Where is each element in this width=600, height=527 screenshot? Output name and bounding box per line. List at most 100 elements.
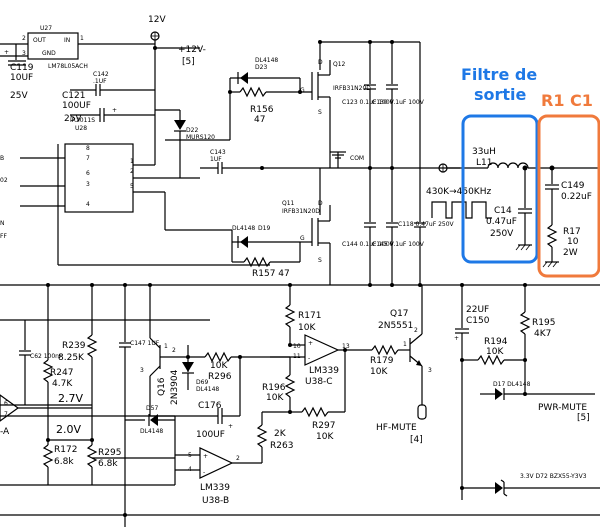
svg-text:B: B (0, 155, 4, 162)
svg-text:R156: R156 (250, 105, 274, 115)
svg-text:C144 0.1uF 100V: C144 0.1uF 100V (342, 241, 395, 248)
svg-text:13: 13 (342, 343, 350, 350)
svg-text:6.8k: 6.8k (98, 459, 118, 469)
q11-mosfet: D G S Q11 IRFB31N20D (282, 168, 331, 285)
svg-text:C121: C121 (62, 91, 85, 101)
svg-text:7: 7 (4, 411, 8, 418)
svg-text:Q17: Q17 (390, 309, 409, 319)
svg-text:C150: C150 (466, 316, 490, 326)
svg-text:2W: 2W (563, 248, 578, 258)
svg-text:C119: C119 (10, 63, 34, 73)
svg-text:100UF: 100UF (196, 430, 225, 440)
hf-mute-label: HF-MUTE (376, 423, 417, 433)
edge-comparator: 6 7 -A (0, 394, 175, 437)
svg-text:+: + (454, 335, 459, 342)
svg-text:LM339: LM339 (309, 366, 339, 376)
r196-r297: R196 10K R297 10K (262, 350, 346, 442)
svg-text:C118 0.47uF 250V: C118 0.47uF 250V (398, 221, 455, 228)
svg-text:6: 6 (86, 170, 90, 177)
svg-text:D19: D19 (258, 225, 270, 232)
svg-text:+: + (203, 453, 208, 460)
svg-text:10K: 10K (266, 393, 284, 403)
svg-text:U38-C: U38-C (305, 377, 333, 387)
svg-text:6.8k: 6.8k (54, 457, 74, 467)
svg-text:-: - (203, 469, 205, 476)
svg-text:8.25K: 8.25K (58, 353, 85, 363)
d69-r296: D69 DL4148 10K R296 (182, 345, 270, 393)
d57-diode: D57 DL4148 (125, 405, 175, 435)
svg-text:250V: 250V (490, 229, 514, 239)
svg-text:DL4148: DL4148 (255, 57, 278, 64)
svg-text:1: 1 (130, 158, 134, 165)
svg-text:10K: 10K (298, 323, 316, 333)
svg-text:3: 3 (428, 367, 432, 374)
svg-text:+: + (228, 423, 233, 430)
svg-text:2K: 2K (274, 429, 287, 439)
svg-text:R171: R171 (298, 311, 321, 321)
u27-ref: U27 (40, 25, 52, 32)
c144-c145-c118: C144 0.1uF 100V C145 0.1uF 100V C118 0.4… (342, 42, 455, 285)
svg-text:U28: U28 (75, 125, 87, 132)
svg-text:R296: R296 (208, 372, 232, 382)
svg-text:[5]: [5] (182, 57, 195, 67)
pwr-mute-label: PWR-MUTE (538, 403, 587, 413)
svg-text:2.0V: 2.0V (56, 423, 81, 436)
svg-text:C147 1UF: C147 1UF (130, 340, 160, 347)
svg-text:R17: R17 (563, 227, 581, 237)
svg-text:5: 5 (130, 183, 134, 190)
svg-text:10: 10 (293, 343, 301, 350)
svg-text:Q16: Q16 (157, 377, 167, 396)
svg-text:33uH: 33uH (472, 147, 496, 157)
svg-text:3: 3 (140, 367, 144, 374)
svg-text:LM78L05ACH: LM78L05ACH (48, 63, 88, 70)
u38c-comparator: 10 11 13 + - LM339 U38-C (270, 334, 372, 387)
c142-capacitor: C142 .1UF (70, 71, 155, 96)
svg-text:OUT: OUT (33, 37, 46, 44)
svg-text:R247: R247 (50, 368, 73, 378)
svg-text:10: 10 (567, 237, 579, 247)
c147-capacitor: C147 1UF (119, 285, 160, 420)
svg-text:C176: C176 (198, 401, 222, 411)
filter-annotation: Filtre de sortie (461, 65, 539, 264)
svg-text:1UF: 1UF (210, 156, 222, 163)
r195-r194-d17: R195 4K7 R194 10K D17 DL4148 PWR-MUTE [5… (460, 285, 595, 423)
svg-text:FF: FF (0, 233, 7, 240)
12v-rail: 12V +12V- [5] (148, 15, 206, 165)
svg-text:0.47uF: 0.47uF (486, 217, 517, 227)
svg-text:L11: L11 (476, 158, 492, 168)
d23-r156: DL4148 D23 R156 47 (165, 57, 312, 141)
svg-text:1: 1 (80, 35, 84, 42)
svg-text:U38-B: U38-B (202, 496, 229, 506)
svg-text:R179: R179 (370, 356, 394, 366)
svg-text:IR2011S: IR2011S (70, 117, 95, 124)
svg-text:G: G (300, 87, 305, 94)
svg-text:D17 DL4148: D17 DL4148 (493, 381, 531, 388)
u28-driver: IR2011S U28 8 7 6 3 4 1 2 5 B 02 N FF (0, 117, 270, 266)
svg-text:1: 1 (164, 343, 168, 350)
com-ground: COM (330, 151, 364, 168)
svg-text:47: 47 (254, 115, 265, 125)
r172-r295: 2.0V R172 6.8k R295 6.8k (42, 423, 175, 485)
left-divider: R239 8.25K R247 4.7K 2.7V C62 100nF (0, 285, 210, 440)
svg-text:C143: C143 (210, 149, 226, 156)
u27-regulator: OUT IN GND U27 LM78L05ACH 2 1 3 (0, 25, 155, 70)
svg-text:DL4148: DL4148 (196, 386, 219, 393)
c119-capacitor: C119 10UF 25V + (4, 44, 34, 101)
svg-text:G: G (300, 235, 305, 242)
svg-text:3.3V D72 BZX55-Y3V3: 3.3V D72 BZX55-Y3V3 (520, 473, 587, 480)
svg-text:0.22uF: 0.22uF (561, 192, 592, 202)
svg-text:D23: D23 (255, 64, 267, 71)
svg-text:C62 100nF: C62 100nF (30, 353, 63, 360)
svg-text:7: 7 (86, 155, 90, 162)
svg-text:S: S (318, 257, 322, 264)
svg-text:D: D (318, 200, 323, 207)
output-node: 430K→450KHz (426, 163, 492, 219)
ground-bus (0, 283, 600, 287)
r171-resistor: R171 10K (284, 285, 321, 347)
filter-title-line2: sortie (474, 85, 527, 104)
svg-text:R195: R195 (532, 318, 555, 328)
svg-text:[5]: [5] (577, 413, 590, 423)
d22-diode: D22 MURS120 (155, 109, 215, 178)
svg-text:R239: R239 (62, 341, 86, 351)
